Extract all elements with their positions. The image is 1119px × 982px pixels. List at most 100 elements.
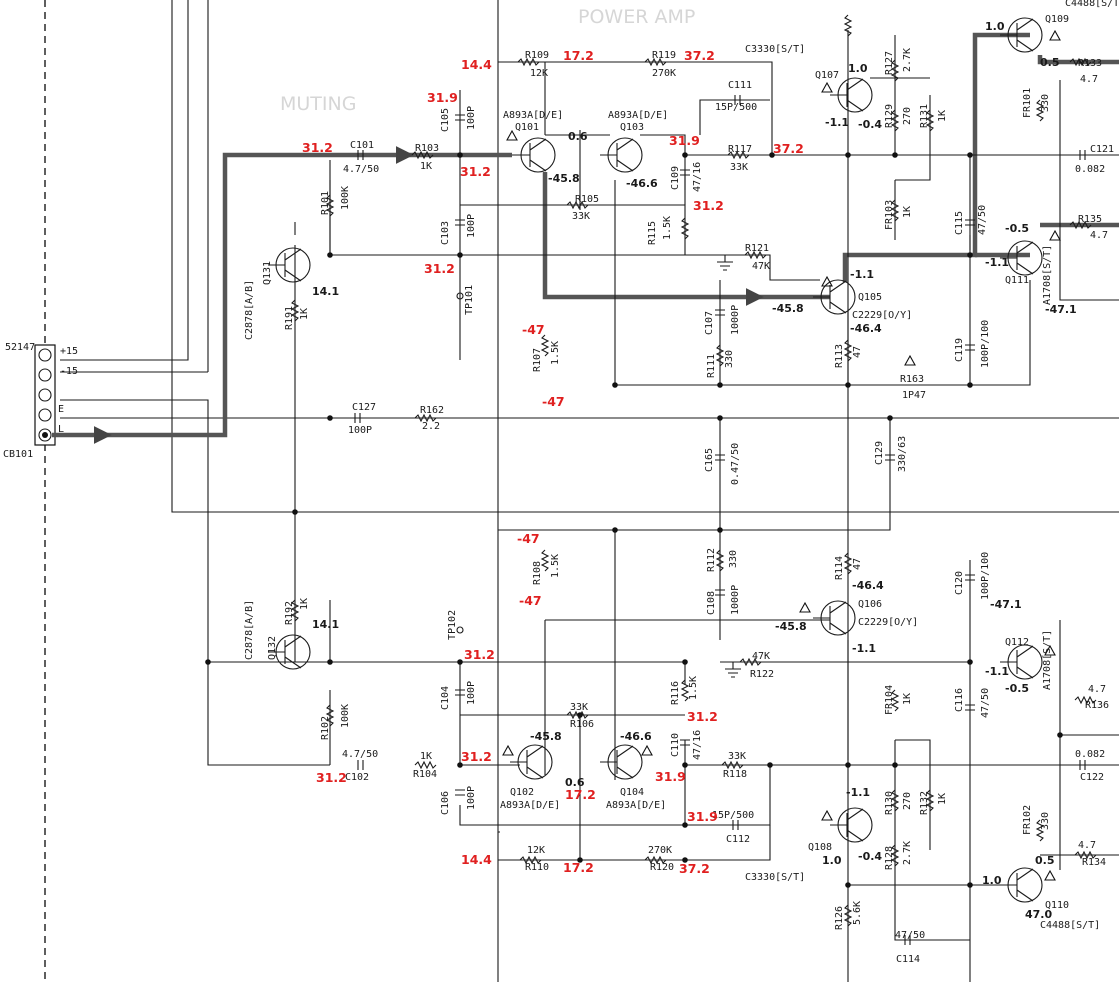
label-c127: C127 bbox=[352, 402, 376, 413]
label-q109: Q109 bbox=[1045, 14, 1069, 25]
voltage-label: 31.9 bbox=[427, 90, 458, 105]
connector-pin-plus15: +15 bbox=[60, 346, 78, 357]
upper-wires bbox=[294, 30, 1119, 760]
label-r112: R112 bbox=[706, 548, 717, 572]
label-r107: R107 bbox=[532, 348, 543, 372]
label-c127-value: 100P bbox=[348, 425, 372, 436]
label-q110: Q110 bbox=[1045, 900, 1069, 911]
node-value: 0.6 bbox=[565, 776, 585, 789]
transistor-q105 bbox=[813, 279, 856, 315]
label-r126: R126 bbox=[834, 906, 845, 930]
connector-cb101: 52147 CB101 +15 -15 E L bbox=[3, 342, 78, 460]
label-c107-value: 1000P bbox=[730, 305, 741, 335]
capacitor-symbols bbox=[354, 95, 1086, 945]
voltage-label: -47 bbox=[542, 394, 565, 409]
label-r163: R163 bbox=[900, 374, 924, 385]
label-r134-value: 4.7 bbox=[1078, 840, 1096, 851]
label-r117-value: 33K bbox=[730, 162, 748, 173]
label-c116: C116 bbox=[954, 688, 965, 712]
signal-path bbox=[52, 32, 1119, 444]
label-r129-value: 270 bbox=[902, 107, 913, 125]
voltage-label: 31.2 bbox=[693, 198, 724, 213]
voltage-label: 17.2 bbox=[565, 787, 596, 802]
node-value: 0.5 bbox=[1040, 56, 1060, 69]
label-c4488-top: C4488[S/T] bbox=[1065, 0, 1119, 9]
connector-pin-minus15: -15 bbox=[60, 366, 78, 377]
label-c129-value: 330/63 bbox=[897, 436, 908, 472]
voltage-label: 17.2 bbox=[563, 48, 594, 63]
label-r122-value: 47K bbox=[752, 651, 770, 662]
label-c121-value: 0.082 bbox=[1075, 164, 1105, 175]
connector-pin-e: E bbox=[58, 404, 64, 415]
label-r116-value: 1.5K bbox=[688, 676, 699, 700]
label-r135-value: 4.7 bbox=[1090, 230, 1108, 241]
label-r128-value: 2.7K bbox=[902, 841, 913, 865]
label-c114: C114 bbox=[896, 954, 920, 965]
voltage-label: 37.2 bbox=[773, 141, 804, 156]
label-c119: C119 bbox=[954, 338, 965, 362]
label-q131: Q131 bbox=[262, 261, 273, 285]
node-value: -46.4 bbox=[852, 579, 884, 592]
label-c3330-top: C3330[S/T] bbox=[745, 44, 805, 55]
label-r114-value: 47 bbox=[852, 558, 863, 570]
node-value: -46.4 bbox=[850, 322, 882, 335]
label-r102: R102 bbox=[320, 716, 331, 740]
label-r121: R121 bbox=[745, 243, 769, 254]
node-value: -0.4 bbox=[858, 850, 882, 863]
label-r109-value: 12K bbox=[530, 68, 548, 79]
label-r116: R116 bbox=[670, 681, 681, 705]
transistor-q107 bbox=[830, 77, 873, 113]
label-q103: Q103 bbox=[620, 122, 644, 133]
label-c108: C108 bbox=[706, 591, 717, 615]
label-c110: C110 bbox=[670, 733, 681, 757]
node-value: 47.0 bbox=[1025, 908, 1052, 921]
label-r115: R115 bbox=[647, 221, 658, 245]
voltage-label: 31.2 bbox=[302, 140, 333, 155]
node-value: -46.6 bbox=[620, 730, 652, 743]
node-value: 1.0 bbox=[822, 854, 842, 867]
label-c165: C165 bbox=[704, 448, 715, 472]
node-value: -45.8 bbox=[530, 730, 562, 743]
label-r127-value: 2.7K bbox=[902, 48, 913, 72]
label-r162-value: 2.2 bbox=[422, 421, 440, 432]
label-r101-value: 100K bbox=[340, 186, 351, 210]
label-c129: C129 bbox=[874, 441, 885, 465]
transistor-q103 bbox=[600, 137, 643, 173]
transistor-q106 bbox=[813, 600, 856, 636]
label-q112: Q112 bbox=[1005, 637, 1029, 648]
voltage-label: -47 bbox=[519, 593, 542, 608]
label-r107-value: 1.5K bbox=[550, 341, 561, 365]
node-value: 1.0 bbox=[985, 20, 1005, 33]
voltage-label: 31.9 bbox=[669, 133, 700, 148]
label-r108: R108 bbox=[532, 561, 543, 585]
label-fr104: FR104 bbox=[884, 685, 895, 715]
voltage-label: 31.2 bbox=[424, 261, 455, 276]
label-tp102: TP102 bbox=[447, 610, 458, 640]
label-r117: R117 bbox=[728, 144, 752, 155]
label-r191-value: 1K bbox=[299, 308, 310, 320]
voltage-label: 31.9 bbox=[687, 809, 718, 824]
label-r101: R101 bbox=[320, 191, 331, 215]
label-fr103: FR103 bbox=[884, 200, 895, 230]
node-value: -45.8 bbox=[548, 172, 580, 185]
label-c106: C106 bbox=[440, 791, 451, 815]
label-r126-value: 5.6K bbox=[852, 901, 863, 925]
bus-wires bbox=[44, 0, 1119, 982]
label-c2878b: C2878[A/B] bbox=[244, 600, 255, 660]
node-value: 0.6 bbox=[568, 130, 588, 143]
label-c104-value: 100P bbox=[466, 681, 477, 705]
label-c119-value: 100P/100 bbox=[980, 320, 991, 368]
voltage-label: 31.2 bbox=[316, 770, 347, 785]
label-a1708-bot: A1708[S/T] bbox=[1042, 630, 1053, 690]
label-r162: R162 bbox=[420, 405, 444, 416]
node-value: -47.1 bbox=[1045, 303, 1077, 316]
resistor-symbols bbox=[290, 14, 1097, 927]
label-c116-value: 47/50 bbox=[980, 688, 991, 718]
label-c122-value: 0.082 bbox=[1075, 749, 1105, 760]
node-value: -1.1 bbox=[985, 665, 1009, 678]
node-value: 1.0 bbox=[982, 874, 1002, 887]
transistor-q132 bbox=[268, 634, 311, 670]
label-a1708-top: A1708[S/T] bbox=[1042, 245, 1053, 305]
voltage-label: 37.2 bbox=[679, 861, 710, 876]
transistor-q102 bbox=[510, 744, 553, 780]
